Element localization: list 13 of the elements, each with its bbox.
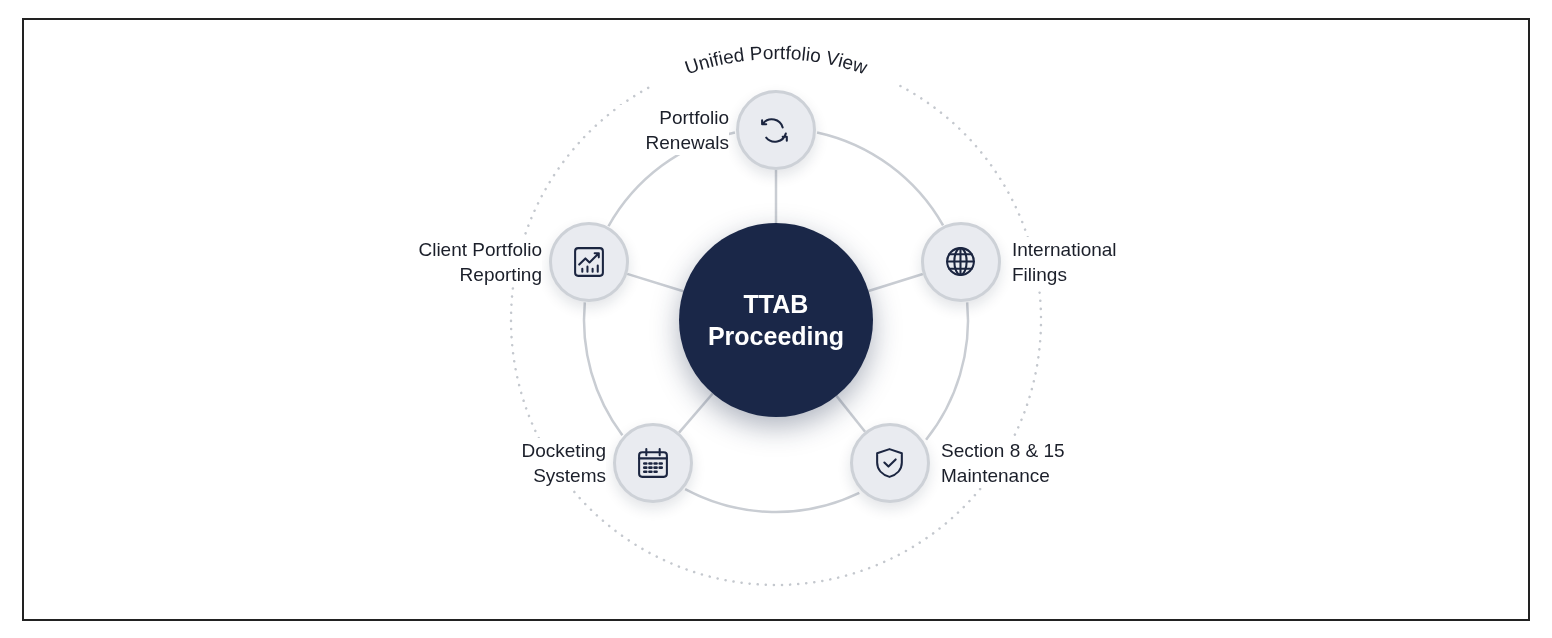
- connector-line: [816, 131, 945, 227]
- connector-line: [684, 488, 860, 514]
- connector-line: [774, 170, 778, 223]
- node-label: Portfolio Renewals: [619, 105, 729, 155]
- connector-line: [835, 395, 867, 433]
- connector-line: [678, 392, 714, 434]
- connector-line: [626, 272, 684, 293]
- hub-title: TTAB Proceeding: [706, 289, 846, 352]
- connector-line: [582, 302, 624, 436]
- ring-title: Unified Portfolio View: [682, 41, 870, 79]
- connector-line: [925, 302, 970, 441]
- hub-circle: [679, 223, 873, 417]
- connector-line: [868, 272, 924, 293]
